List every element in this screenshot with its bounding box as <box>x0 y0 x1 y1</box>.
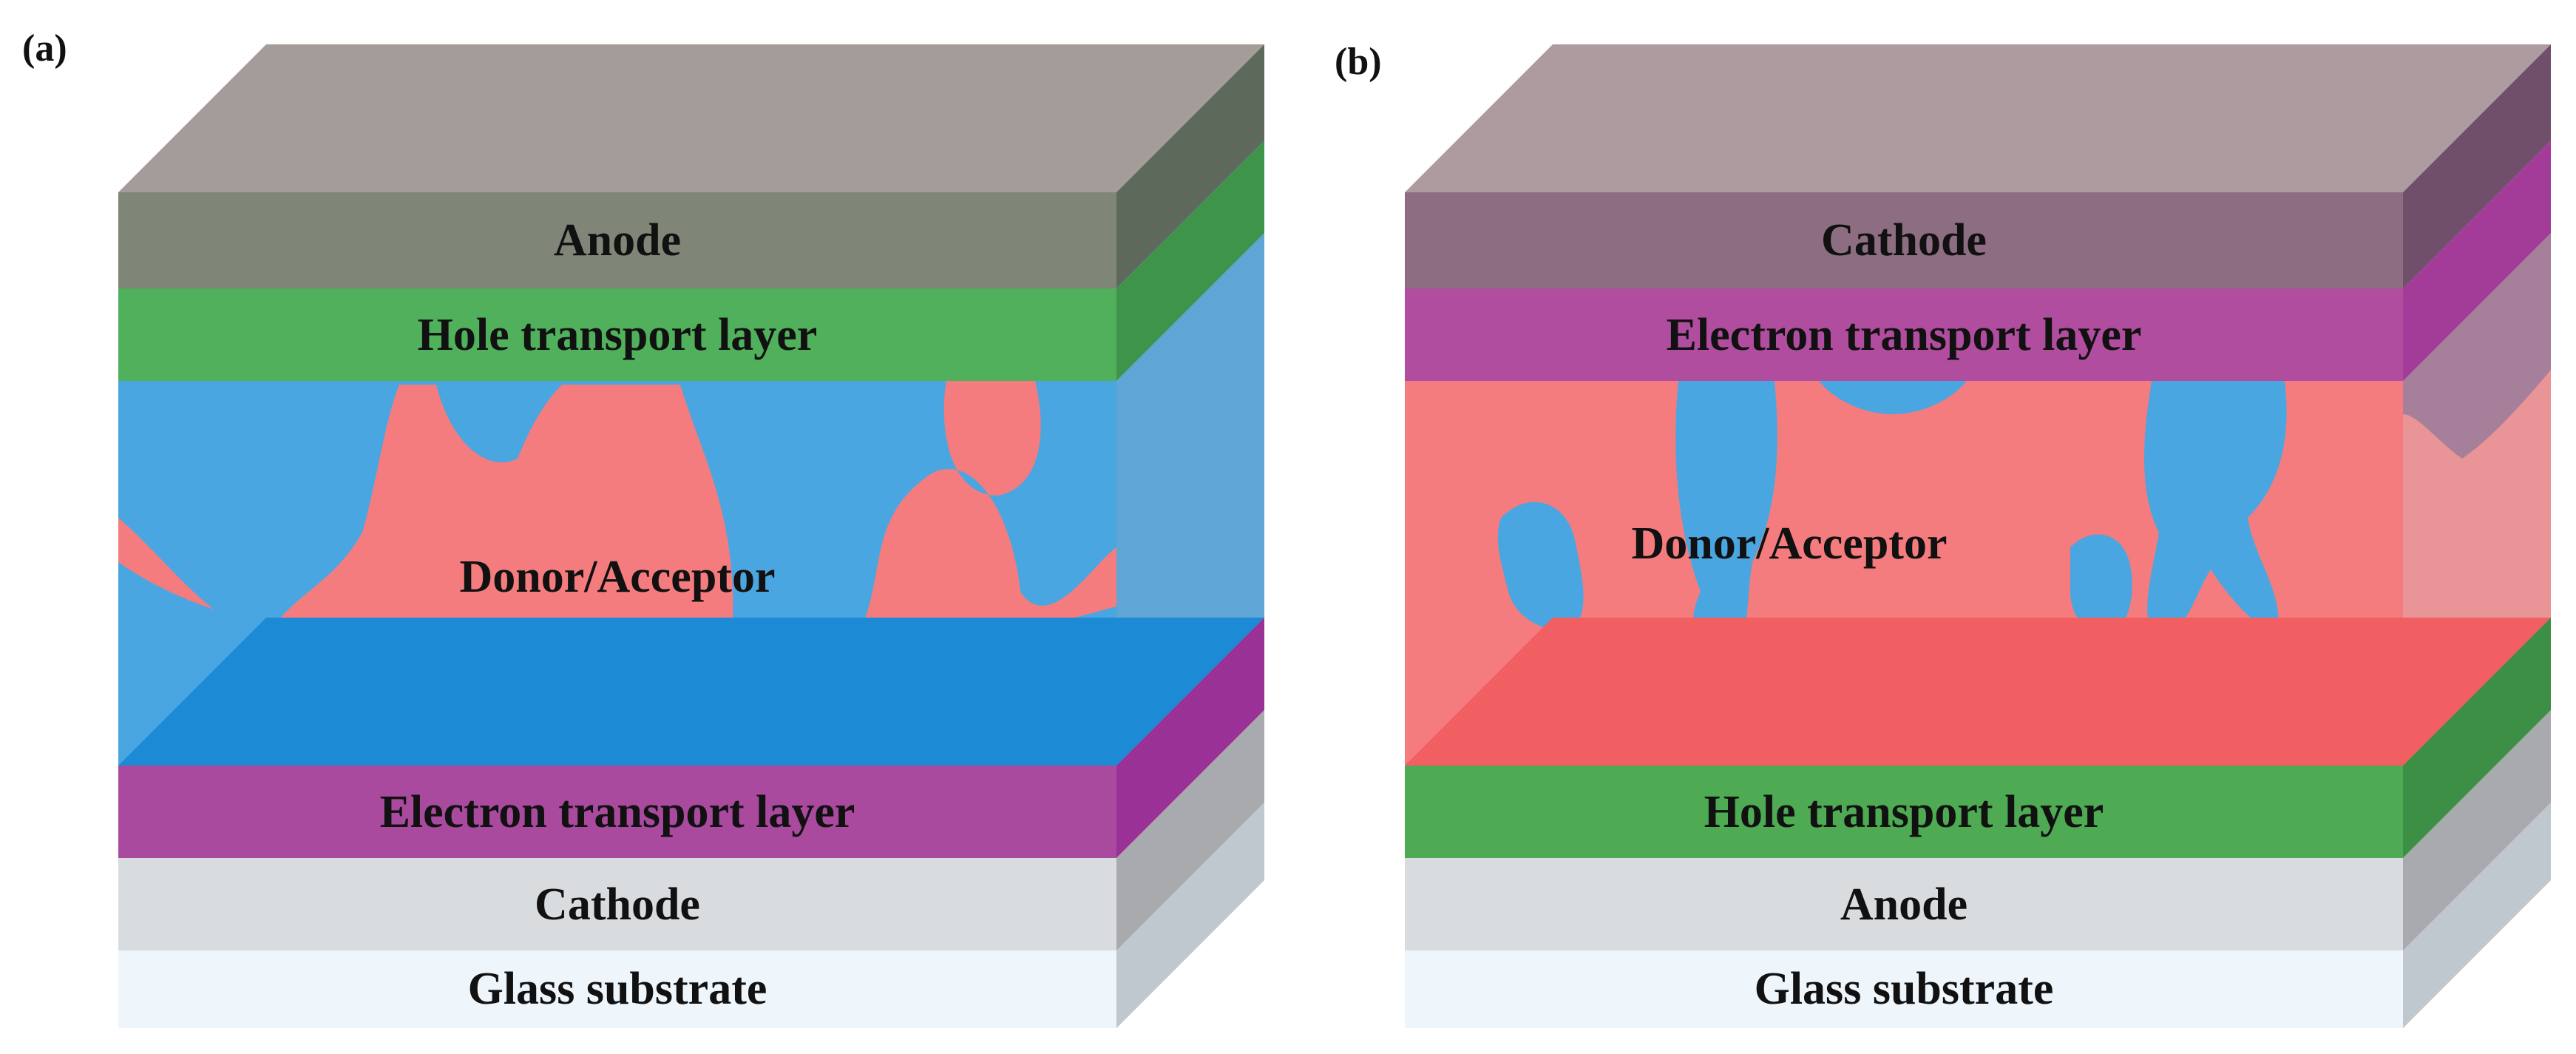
layer-a-4-front <box>118 858 1116 950</box>
layer-a-2-label: Hole transport layer <box>418 310 818 360</box>
layer-a-3-front <box>118 766 1116 858</box>
top-cover-face <box>118 44 1264 192</box>
layer-a-5-front <box>118 950 1116 1028</box>
active-layer-domains <box>118 381 1116 643</box>
layer-b-3-front <box>1405 766 2403 858</box>
active-layer-domain-3 <box>2070 534 2132 636</box>
top-cover-face <box>1405 44 2551 192</box>
active-layer-a-label: Donor/Acceptor <box>460 552 776 602</box>
layer-a-5-label: Glass substrate <box>468 964 767 1014</box>
active-layer-domain-5 <box>1819 381 1967 414</box>
layer-b-1-front <box>1405 192 2403 288</box>
panel-a-conventional-structure: (a) Anode Hole transport layer Donor/Acc… <box>22 27 1264 1028</box>
layer-a-1-front <box>118 192 1116 288</box>
active-layer-side <box>2403 233 2551 766</box>
layer-b-1-side <box>2403 44 2551 288</box>
layer-b-2-side <box>2403 141 2551 381</box>
active-layer-b-label: Donor/Acceptor <box>1632 518 1948 569</box>
layer-a-3-side <box>1116 618 1264 858</box>
layer-a-2-side <box>1116 141 1264 381</box>
layer-b-1-label: Cathode <box>1821 215 1987 266</box>
panel-label-b: (b) <box>1335 41 1382 83</box>
layer-a-3-label: Electron transport layer <box>380 787 855 837</box>
panel-label-a: (a) <box>22 27 67 70</box>
layer-a-4-label: Cathode <box>535 879 700 930</box>
layer-b-4-front <box>1405 858 2403 950</box>
panel-b-inverted-structure: (b) Cathode Electron transport layer Don… <box>1335 41 2551 1028</box>
layer-a-2-front <box>118 288 1116 381</box>
layer-b-2-front <box>1405 288 2403 381</box>
layer-b-5-side <box>2403 803 2551 1028</box>
layer-a-4-side <box>1116 710 1264 950</box>
layer-b-3-label: Hole transport layer <box>1704 787 2104 837</box>
layer-a-5-side <box>1116 803 1264 1028</box>
layer-a-1-side <box>1116 44 1264 288</box>
layer-b-2-label: Electron transport layer <box>1667 310 2142 360</box>
layer-b-4-label: Anode <box>1840 879 1967 930</box>
active-layer-floor <box>118 618 1264 766</box>
layer-b-5-front <box>1405 950 2403 1028</box>
active-layer-side <box>1116 233 1264 766</box>
layer-a-1-label: Anode <box>554 215 681 266</box>
active-layer-floor <box>1405 618 2551 766</box>
layer-b-5-label: Glass substrate <box>1755 964 2054 1014</box>
layer-b-3-side <box>2403 618 2551 858</box>
active-layer-domain-2 <box>1675 381 1777 658</box>
active-layer-domain-1 <box>1497 501 1584 631</box>
active-layer-domain-4 <box>2144 381 2287 643</box>
layer-b-4-side <box>2403 710 2551 950</box>
